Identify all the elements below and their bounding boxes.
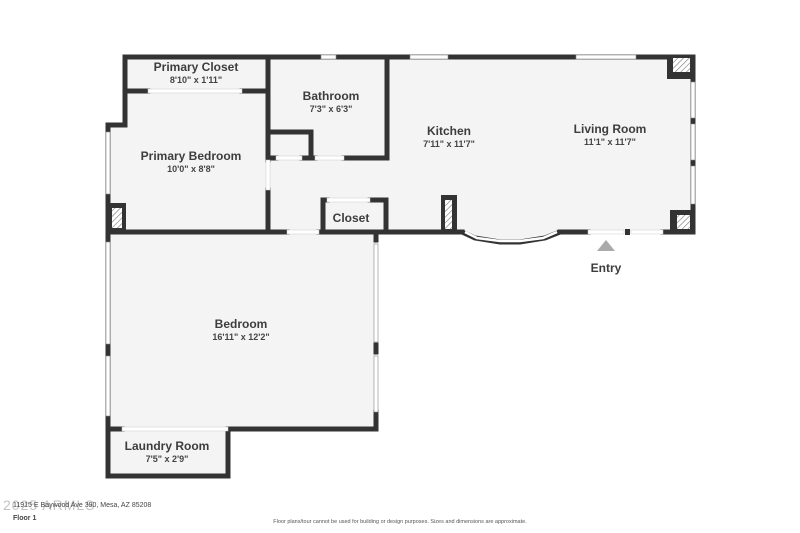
room-name: Laundry Room bbox=[124, 439, 210, 453]
room-bedroom: Bedroom 16'11" x 12'2" bbox=[212, 317, 269, 343]
room-name: Bedroom bbox=[214, 317, 268, 331]
floor-fill bbox=[108, 57, 693, 476]
room-primary-closet: Primary Closet 8'10" x 1'11" bbox=[154, 60, 239, 86]
room-dimensions: 11'1" x 11'7" bbox=[584, 137, 636, 147]
room-name: Bathroom bbox=[302, 89, 360, 103]
room-name: Kitchen bbox=[426, 124, 471, 138]
room-laundry-room: Laundry Room 7'5" x 2'9" bbox=[125, 439, 210, 465]
entry-label: Entry bbox=[590, 261, 622, 275]
door-openings bbox=[121, 88, 664, 432]
room-dimensions: 16'11" x 12'2" bbox=[212, 332, 270, 342]
room-kitchen: Kitchen 7'11" x 11'7" bbox=[423, 124, 475, 150]
room-dimensions: 7'3" x 6'3" bbox=[309, 104, 353, 114]
disclaimer: Floor plans/tour cannot be used for buil… bbox=[273, 519, 527, 525]
room-name: Primary Bedroom bbox=[140, 149, 242, 163]
room-dimensions: 10'0" x 8'8" bbox=[167, 164, 215, 174]
room-name: Primary Closet bbox=[153, 60, 239, 74]
room-name: Living Room bbox=[573, 122, 647, 136]
room-dimensions: 7'11" x 11'7" bbox=[423, 139, 475, 149]
entry-arrow-icon bbox=[597, 240, 615, 251]
watermark: 2025 ARMLS bbox=[3, 497, 96, 513]
room-closet: Closet bbox=[333, 211, 370, 225]
room-bathroom: Bathroom 7'3" x 6'3" bbox=[303, 89, 360, 115]
bay-window bbox=[460, 229, 561, 245]
floor-label: Floor 1 bbox=[13, 515, 37, 522]
room-primary-bedroom: Primary Bedroom 10'0" x 8'8" bbox=[141, 149, 242, 175]
room-dimensions: 8'10" x 1'11" bbox=[169, 75, 223, 85]
room-living-room: Living Room 11'1" x 11'7" bbox=[574, 122, 647, 148]
room-dimensions: 7'5" x 2'9" bbox=[145, 454, 189, 464]
structural-columns bbox=[108, 55, 695, 234]
room-name: Closet bbox=[332, 211, 370, 225]
property-address: 11915 E Baywood Ave 390, Mesa, AZ 85208 bbox=[13, 502, 152, 509]
windows bbox=[105, 54, 696, 417]
